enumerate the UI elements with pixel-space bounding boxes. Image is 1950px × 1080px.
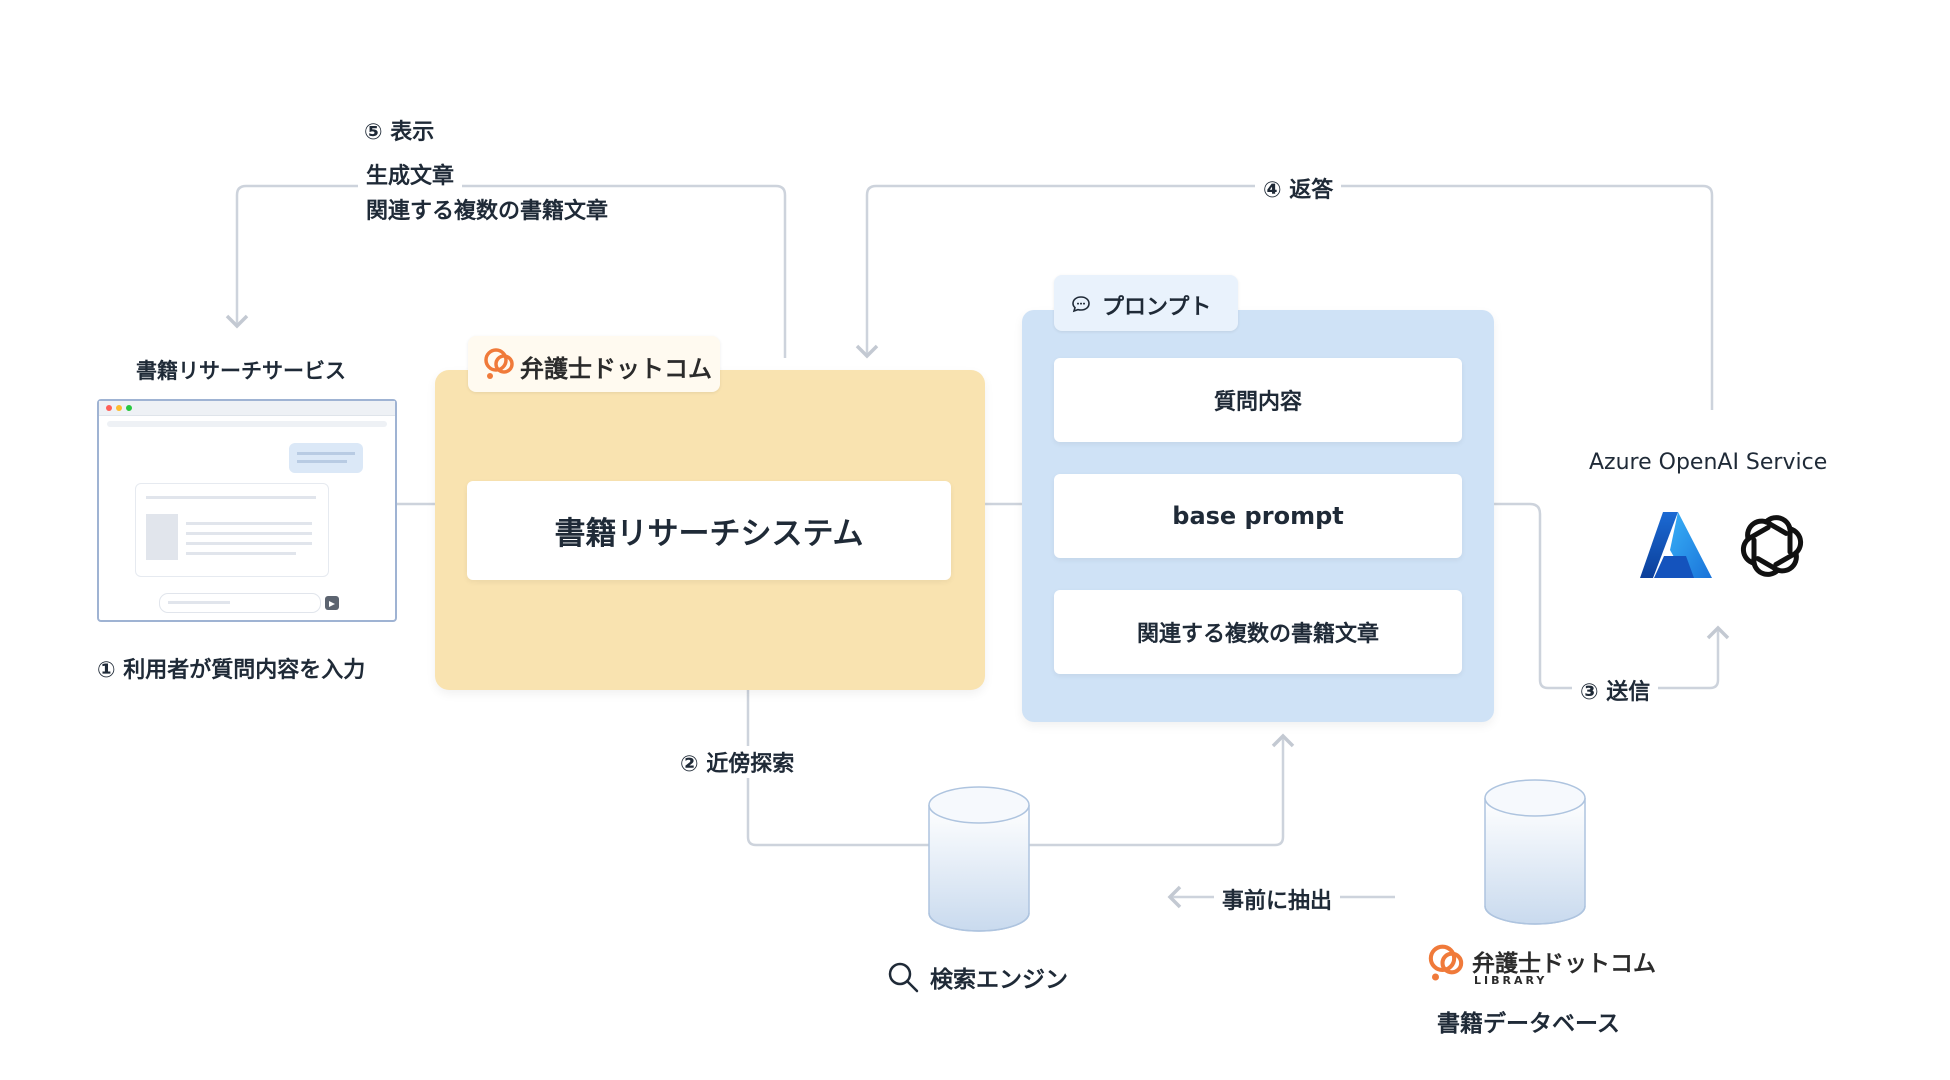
prompt-tab-label: プロンプト [1102,295,1212,320]
step5-display-label: ⑤ 表示 [364,120,435,145]
close-dot-icon [106,405,112,411]
chat-input-placeholder [159,593,321,613]
book-database-label: 書籍データベース [1437,1011,1620,1037]
step1-user-input-label: ① 利用者が質問内容を入力 [97,658,366,683]
prompt-tab: プロンプト [1054,275,1238,331]
system-title-card: 書籍リサーチシステム [467,481,951,580]
search-engine-database-icon [926,785,1032,937]
step3-send-label: ③ 送信 [1572,674,1659,706]
bengoshi-library-logo-text: 弁護士ドットコム [1472,951,1656,977]
step5-display-line1: 生成文章 [358,158,463,190]
maximize-dot-icon [126,405,132,411]
prompt-item-question-label: 質問内容 [1213,390,1302,415]
chat-bubble-icon [1071,295,1091,317]
search-icon [886,960,920,998]
system-title: 書籍リサーチシステム [554,516,864,552]
azure-logo-icon [1638,510,1714,584]
prompt-item-base-prompt: base prompt [1054,474,1462,558]
step5-display-line2: 関連する複数の書籍文章 [358,193,617,225]
step4-answer-label: ④ 返答 [1255,172,1342,204]
prompt-item-question: 質問内容 [1054,358,1462,442]
bengoshi-library-logo-icon [1426,942,1466,988]
prompt-item-base-prompt-label: base prompt [1172,502,1344,530]
browser-address-line [107,421,387,427]
minimize-dot-icon [116,405,122,411]
azure-service-title: Azure OpenAI Service [1589,450,1828,475]
pre-extract-label: 事前に抽出 [1214,883,1341,915]
search-engine-label: 検索エンジン [930,967,1068,993]
bengoshi-logo-text: 弁護士ドットコム [520,355,712,383]
browser-mockup [97,399,397,622]
prompt-item-related-books: 関連する複数の書籍文章 [1054,590,1462,674]
bengoshi-logo-icon [482,346,516,386]
book-database-icon [1482,778,1588,930]
send-icon [325,596,339,610]
service-title: 書籍リサーチサービス [136,359,346,383]
content-card-placeholder [135,483,329,577]
step2-neighbor-search-label: ② 近傍探索 [672,746,803,778]
prompt-item-related-books-label: 関連する複数の書籍文章 [1136,622,1379,647]
bengoshi-library-sub: LIBRARY [1474,974,1548,987]
browser-titlebar [99,401,395,416]
bengoshi-logo-tab: 弁護士ドットコム [468,336,720,392]
chat-bubble-placeholder [289,443,363,473]
openai-logo-icon [1736,510,1808,586]
